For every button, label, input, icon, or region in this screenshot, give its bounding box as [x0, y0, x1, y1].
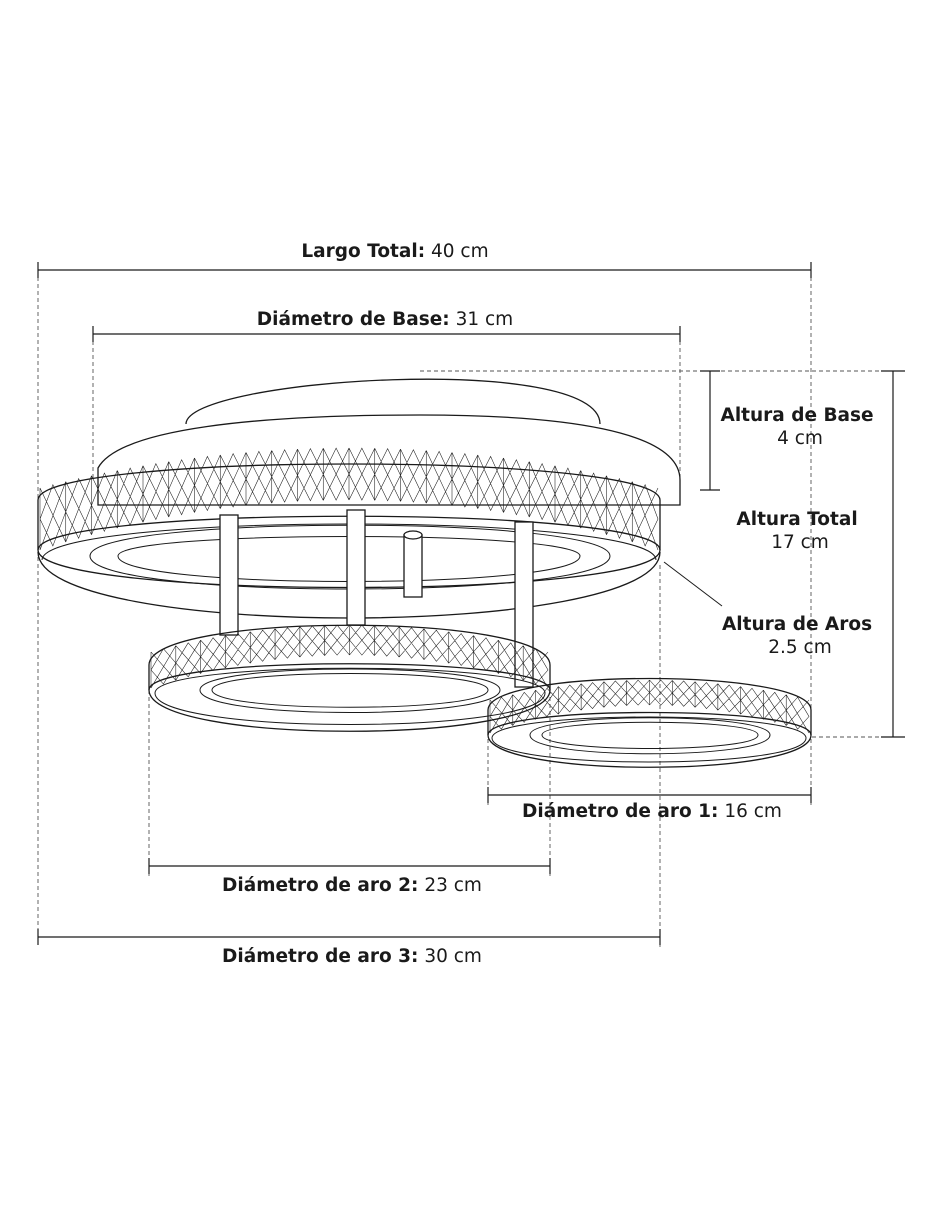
- largo-total-label: Largo Total: 40 cm: [301, 241, 488, 262]
- dimension-lines: [37, 262, 905, 945]
- extension-lines: [37, 270, 900, 948]
- crystal-pattern-aro3: [39, 447, 659, 551]
- diametro-aro2-label: Diámetro de aro 2: 23 cm: [222, 875, 482, 896]
- dimension-labels: Largo Total: 40 cm Diámetro de Base: 31 …: [222, 241, 880, 967]
- altura-total-label: Altura Total 17 cm: [736, 509, 863, 553]
- crystal-pattern-aro1: [489, 679, 810, 734]
- diametro-aro3-label: Diámetro de aro 3: 30 cm: [222, 946, 482, 967]
- altura-aros-label: Altura de Aros 2.5 cm: [722, 614, 878, 658]
- altura-base-label: Altura de Base 4 cm: [721, 405, 880, 449]
- altura-aros-leader: [663, 561, 723, 607]
- support-rod-1: [219, 514, 239, 636]
- crystal-pattern-aro2: [150, 624, 549, 689]
- diametro-base-label: Diámetro de Base: 31 cm: [257, 309, 513, 330]
- center-stem: [403, 534, 423, 598]
- diametro-aro1-label: Diámetro de aro 1: 16 cm: [522, 801, 782, 822]
- lamp-illustration: [37, 378, 812, 768]
- support-rod-2: [346, 509, 366, 626]
